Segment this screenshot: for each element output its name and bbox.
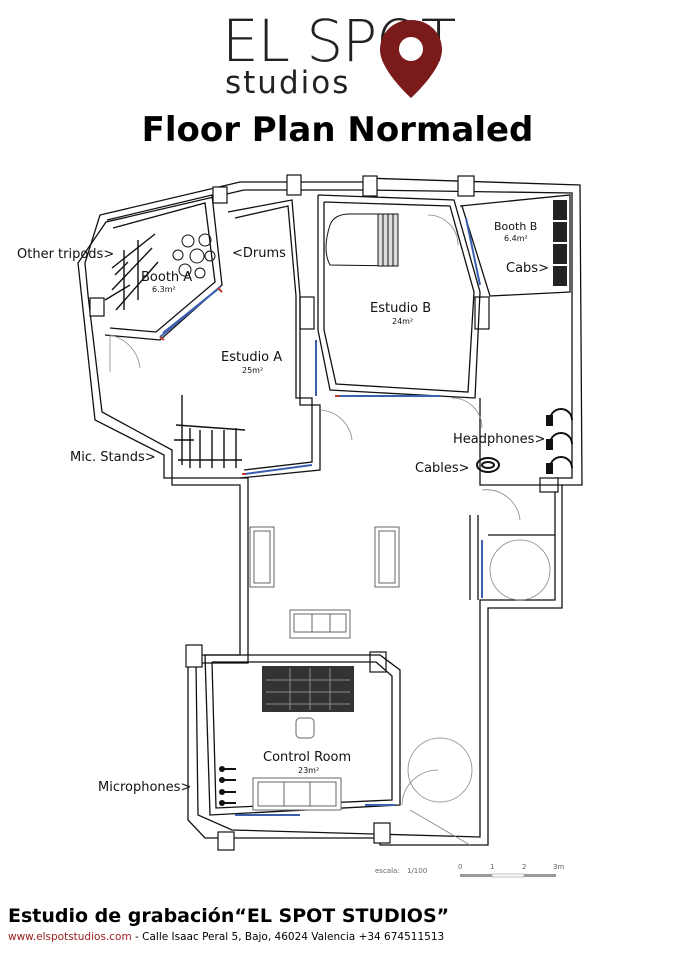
lounge-furniture bbox=[249, 526, 400, 639]
estudio-a-area: 25m² bbox=[242, 366, 263, 375]
label-headphones: Headphones> bbox=[453, 432, 545, 447]
label-microphones: Microphones> bbox=[98, 780, 191, 795]
scale-tick-0: 0 bbox=[458, 863, 462, 871]
page-title: Floor Plan Normaled bbox=[141, 110, 534, 150]
map-pin-icon bbox=[380, 20, 442, 98]
booth-a-label: Booth A bbox=[141, 270, 192, 285]
guitar-cabs bbox=[553, 200, 567, 286]
control-room-area: 23m² bbox=[298, 766, 319, 775]
structural-columns bbox=[89, 174, 559, 851]
floor-plan: Booth A 6.3m² Estudio A 25m² Estudio B 2… bbox=[17, 174, 583, 878]
door-seals bbox=[159, 287, 340, 475]
scale-tick-2: 2 bbox=[522, 863, 526, 871]
mic-stands bbox=[174, 395, 246, 468]
interior-walls bbox=[104, 194, 571, 816]
grand-piano bbox=[325, 213, 399, 267]
booth-a-area: 6.3m² bbox=[152, 285, 176, 294]
footer-address: - Calle Isaac Peral 5, Bajo, 46024 Valen… bbox=[131, 931, 445, 943]
microphones-icons bbox=[219, 766, 236, 806]
scale-value: 1/100 bbox=[407, 867, 427, 875]
tripods-booth-a bbox=[104, 233, 159, 311]
cables-coil bbox=[476, 457, 500, 473]
label-drums: <Drums bbox=[232, 246, 286, 261]
estudio-b-area: 24m² bbox=[392, 317, 413, 326]
exterior-walls bbox=[77, 177, 583, 846]
scale-label: escala: bbox=[375, 867, 400, 875]
drum-kit bbox=[172, 233, 216, 279]
glass-partitions bbox=[159, 217, 483, 816]
label-cables: Cables> bbox=[415, 461, 470, 476]
estudio-a-label: Estudio A bbox=[221, 350, 282, 365]
control-room-label: Control Room bbox=[263, 750, 351, 765]
scale-bar bbox=[460, 873, 556, 878]
control-room-furniture bbox=[252, 717, 342, 811]
label-other-tripods: Other tripods> bbox=[17, 247, 114, 262]
scale-tick-3: 3m bbox=[553, 863, 564, 871]
mixing-console bbox=[262, 666, 354, 712]
headphones bbox=[546, 408, 573, 474]
booth-b-label: Booth B bbox=[494, 220, 537, 233]
footer-title: Estudio de grabación“EL SPOT STUDIOS” bbox=[8, 905, 450, 927]
logo-subtitle: studios bbox=[225, 65, 351, 101]
label-mic-stands: Mic. Stands> bbox=[70, 450, 156, 465]
label-cabs: Cabs> bbox=[506, 261, 549, 276]
website-link[interactable]: www.elspotstudios.com bbox=[8, 931, 132, 943]
booth-b-area: 6.4m² bbox=[504, 234, 528, 243]
estudio-b-label: Estudio B bbox=[370, 301, 431, 316]
door-swings bbox=[109, 214, 551, 846]
scale-tick-1: 1 bbox=[490, 863, 494, 871]
footer-contact: www.elspotstudios.com - Calle Isaac Pera… bbox=[8, 930, 444, 944]
